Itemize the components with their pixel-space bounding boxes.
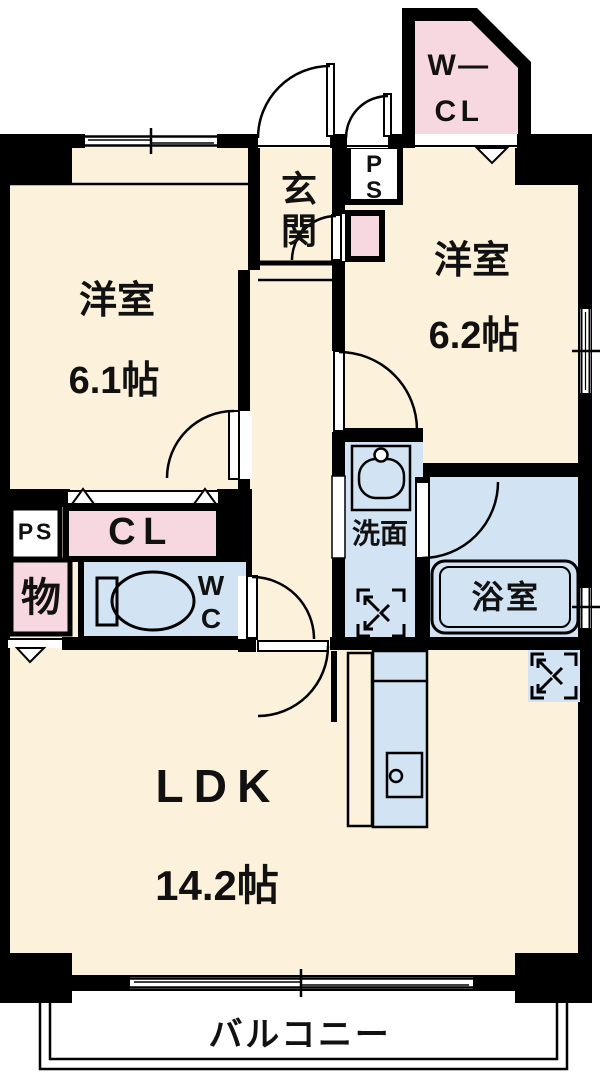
fixtures — [10, 182, 580, 829]
bedroom1-door-arc — [165, 409, 235, 479]
storage-label: 物 — [21, 576, 61, 620]
toilet-icon — [95, 570, 196, 632]
washroom-opening — [331, 475, 346, 559]
kitchen-sink-icon — [385, 751, 424, 799]
storage-box — [8, 557, 73, 637]
storage-opening — [8, 638, 62, 648]
entrance-door-leaf — [326, 63, 335, 137]
closet-box — [63, 505, 222, 562]
wall-left — [0, 134, 10, 985]
window-bottom-ldk — [130, 969, 473, 997]
meter-door-leaf — [383, 93, 392, 137]
storage-door-marker — [14, 647, 47, 664]
meter-door-arc — [344, 94, 389, 139]
bathroom-door-leaf — [415, 481, 430, 559]
ps-top-label-line1: P — [365, 151, 383, 178]
refrigerator-space-icon — [528, 650, 580, 702]
ldk-size: 14.2帖 — [155, 862, 279, 909]
wall-right — [578, 134, 592, 985]
bedroom1-door-opening — [238, 411, 252, 479]
meter-opening — [347, 134, 388, 148]
wc-label-line2: C — [200, 603, 222, 634]
balcony-label: バルコニー — [208, 1016, 392, 1054]
wcl-opening — [415, 134, 517, 148]
closet-fold-marker — [70, 487, 96, 505]
sink-icon — [350, 444, 412, 512]
kitchen-counter — [346, 649, 429, 829]
wall-top-left-block — [0, 134, 72, 185]
bathroom-door-arc — [421, 481, 500, 560]
bedroom2-size: 6.2帖 — [428, 315, 520, 357]
opening-markers — [14, 147, 510, 664]
entrance-storage-box — [345, 210, 385, 262]
wcl-door-marker — [474, 147, 510, 165]
wall-bottom-right-block — [515, 953, 592, 1003]
entrance-opening — [258, 134, 330, 148]
bathtub-icon — [430, 559, 580, 635]
bathroom-floor — [430, 477, 578, 637]
bathroom-label: 浴室 — [471, 579, 541, 615]
wall-washroom-top — [332, 428, 423, 442]
wall-kitchen-stub — [331, 651, 337, 722]
wall-bath-bottom — [330, 637, 592, 650]
wall-entrance-left — [248, 134, 260, 270]
balcony-rail — [38, 1002, 569, 1071]
bedroom2-label: 洋室 — [433, 240, 511, 282]
compartments — [8, 143, 403, 642]
wall-bedroom1-bottom — [0, 489, 70, 507]
window-top — [85, 128, 217, 154]
ps-side-label: PS — [17, 518, 55, 545]
washing-machine-space-icon — [356, 588, 406, 638]
bedroom1-door-leaf — [228, 410, 240, 480]
bedroom2-door-arc — [338, 350, 419, 431]
entrance-storage-door-arc — [290, 214, 337, 261]
wall-top — [217, 134, 258, 148]
wall-bottom-left-block — [0, 953, 72, 1003]
ps-top-label-line2: S — [365, 177, 383, 204]
bedroom1-label: 洋室 — [78, 280, 156, 322]
wall-top — [72, 134, 85, 148]
entrance-door-arc — [256, 64, 331, 139]
bedroom1-size: 6.1帖 — [68, 360, 160, 402]
ldk-door-leaf — [257, 640, 329, 652]
closet-fold-marker — [192, 487, 218, 505]
walk-in-closet-room — [415, 21, 518, 138]
wc-door-leaf — [246, 575, 258, 639]
wc-door-arc — [251, 575, 316, 640]
bedroom2-door-leaf — [333, 350, 345, 432]
wcl-label-line2: CL — [434, 95, 484, 128]
ldk-door-arc — [257, 645, 330, 718]
wc-label-line1: W — [197, 570, 225, 601]
ldk-label: LDK — [155, 760, 281, 812]
windows — [85, 128, 600, 997]
entrance-storage-door-leaf — [331, 214, 342, 261]
washroom-label: 洗面 — [351, 518, 409, 549]
wcl-label-line1: W— — [427, 49, 491, 82]
wall-bedroom2-bottom — [423, 463, 592, 477]
closet-label: CL — [108, 511, 174, 553]
window-right-bedroom2 — [572, 309, 600, 393]
closet-opening — [68, 490, 218, 505]
wall-bedroom1-bottom — [217, 489, 252, 507]
wall-hall-left — [238, 270, 250, 412]
entrance-label: 玄関 — [276, 170, 317, 254]
pipe-space-side-box — [8, 505, 63, 562]
doors — [165, 63, 500, 718]
